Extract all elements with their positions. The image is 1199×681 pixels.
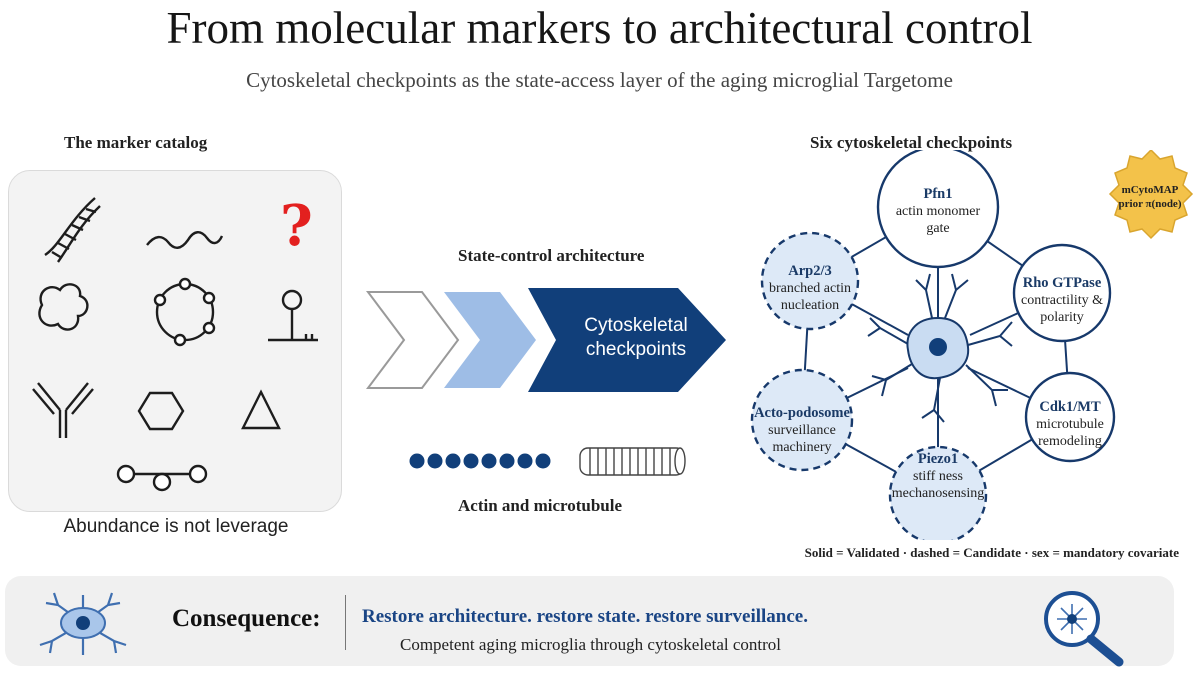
node-rho-gtpase-line1: contractility & — [1020, 293, 1104, 308]
blob-icon — [38, 283, 89, 331]
node-arp2-3-name: Arp2/3 — [788, 263, 832, 279]
node-cdk1-mt-name: Cdk1/MT — [1039, 399, 1101, 415]
node-piezo1 — [888, 445, 988, 540]
node-rho-gtpase-name: Rho GTPase — [1022, 275, 1102, 291]
node-cdk1-mt-line2: remodeling — [1038, 434, 1102, 449]
band-divider — [345, 595, 346, 650]
network-legend: Solid = Validated · dashed = Candidate ·… — [804, 545, 1179, 560]
checkpoint-chevron — [528, 288, 726, 392]
mcytomap-badge: mCytoMAP prior π(node) — [1102, 183, 1198, 211]
filament-graphics — [409, 447, 686, 476]
node-rho-gtpase-text: Rho GTPase contractility & polarity — [1002, 275, 1122, 326]
node-arp2-3-text: Arp2/3 branched actin nucleation — [750, 263, 870, 314]
node-acto-podosome-line2: machinery — [772, 440, 832, 455]
consequence-headline: Restore architecture. restore state. res… — [362, 606, 808, 627]
node-piezo1-name: Piezo1 — [917, 451, 959, 467]
checkpoint-label-line1: Cytoskeletal — [584, 315, 688, 336]
node-pfn1-line1: actin monomer — [895, 204, 981, 219]
node-cdk1-mt — [1024, 371, 1116, 463]
catalog-caption: Abundance is not leverage — [63, 516, 289, 537]
ring-icon — [153, 277, 216, 347]
badge-line1: mCytoMAP — [1121, 184, 1179, 196]
catalog-icons: ? — [32, 193, 318, 492]
node-acto-podosome-text: Acto-podosome surveillance machinery — [742, 405, 862, 456]
node-pfn1 — [876, 150, 1000, 269]
consequence-band — [5, 576, 1174, 666]
node-acto-podosome-line1: surveillance — [768, 423, 836, 438]
filament-caption: Actin and microtubule — [458, 496, 623, 515]
stem-loop-icon — [268, 289, 318, 342]
node-rho-gtpase — [1012, 243, 1112, 343]
network-heading: Six cytoskeletal checkpoints — [810, 133, 1013, 152]
node-acto-podosome-name: Acto-podosome — [754, 405, 850, 421]
light-chevron — [444, 292, 536, 388]
node-cdk1-mt-line1: microtubule — [1036, 417, 1104, 432]
consequence-label: Consequence: — [172, 605, 321, 632]
microtubule-icon — [579, 447, 686, 476]
hexagon-icon — [137, 391, 185, 431]
node-pfn1-text: Pfn1 actin monomer gate — [878, 186, 998, 237]
magnifier-icon — [1044, 591, 1124, 667]
checkpoint-label-line2: checkpoints — [585, 339, 687, 360]
node-acto-podosome — [750, 368, 854, 472]
microglia-band-icon — [39, 592, 127, 655]
node-pfn1-name: Pfn1 — [923, 186, 953, 202]
node-rho-gtpase-line2: polarity — [1040, 310, 1084, 325]
node-piezo1-line1: stiff ness — [913, 469, 963, 484]
node-arp2-3-line1: branched actin — [768, 281, 851, 296]
node-cdk1-mt-text: Cdk1/MT microtubule remodeling — [1010, 399, 1130, 450]
node-piezo1-line2: mechanosensing — [891, 486, 985, 501]
node-arp2-3-line2: nucleation — [780, 298, 840, 313]
question-mark-icon: ? — [280, 193, 313, 259]
node-pfn1-line2: gate — [926, 221, 950, 236]
badge-line2: prior π(node) — [1118, 198, 1182, 210]
mcytomap-badge-icon — [1108, 150, 1194, 240]
node-arp2-3 — [760, 231, 860, 331]
catalog-heading: The marker catalog — [64, 133, 208, 152]
page-subtitle: Cytoskeletal checkpoints as the state-ac… — [246, 68, 953, 92]
outline-chevron — [366, 291, 460, 389]
triangle-icon — [241, 389, 281, 430]
architecture-heading: State-control architecture — [458, 246, 645, 265]
actin-filament-icon — [409, 453, 551, 469]
architecture-arrows — [366, 288, 726, 392]
checkpoint-network — [750, 150, 1194, 540]
dna-icon — [44, 197, 101, 263]
checkpoint-arrow-label: Cytoskeletal checkpoints — [556, 314, 716, 362]
node-piezo1-text: Piezo1 stiff ness mechanosensing — [878, 451, 998, 502]
microglia-cell-icon — [867, 273, 1013, 423]
wavy-strand-icon — [146, 231, 224, 249]
page-title: From molecular markers to architectural … — [166, 3, 1033, 53]
antibody-icon — [32, 382, 94, 438]
chain-icon — [116, 464, 208, 492]
consequence-subline: Competent aging microglia through cytosk… — [400, 635, 781, 654]
